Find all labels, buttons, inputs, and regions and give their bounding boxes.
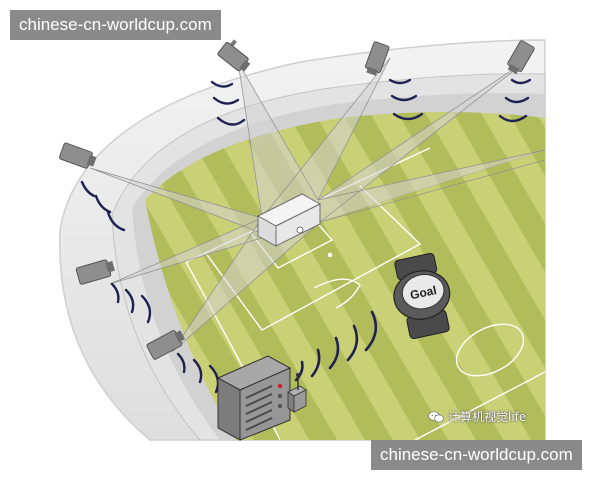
watch-goal-label: Goal [409,283,438,302]
camera-icon [75,259,115,285]
site-banner-top[interactable]: chinese-cn-worldcup.com [10,10,221,40]
site-banner-bottom[interactable]: chinese-cn-worldcup.com [371,440,582,470]
receiver-icon [216,355,307,441]
camera-icon [507,40,535,75]
camera-icon [58,142,97,169]
smartwatch-icon: Goal [393,252,451,340]
ball-icon [296,226,304,234]
wechat-icon [428,410,444,422]
watermark: 计算机视觉life [428,408,526,425]
signal-wave-icon [80,78,532,394]
camera-icon [364,41,390,76]
camera-beam-lines [89,57,546,353]
camera-icon [217,39,251,72]
signal-wave-icon [294,310,378,382]
goal-box-icon [256,193,322,247]
camera-icon [146,330,186,360]
watermark-text: 计算机视觉life [448,410,527,424]
